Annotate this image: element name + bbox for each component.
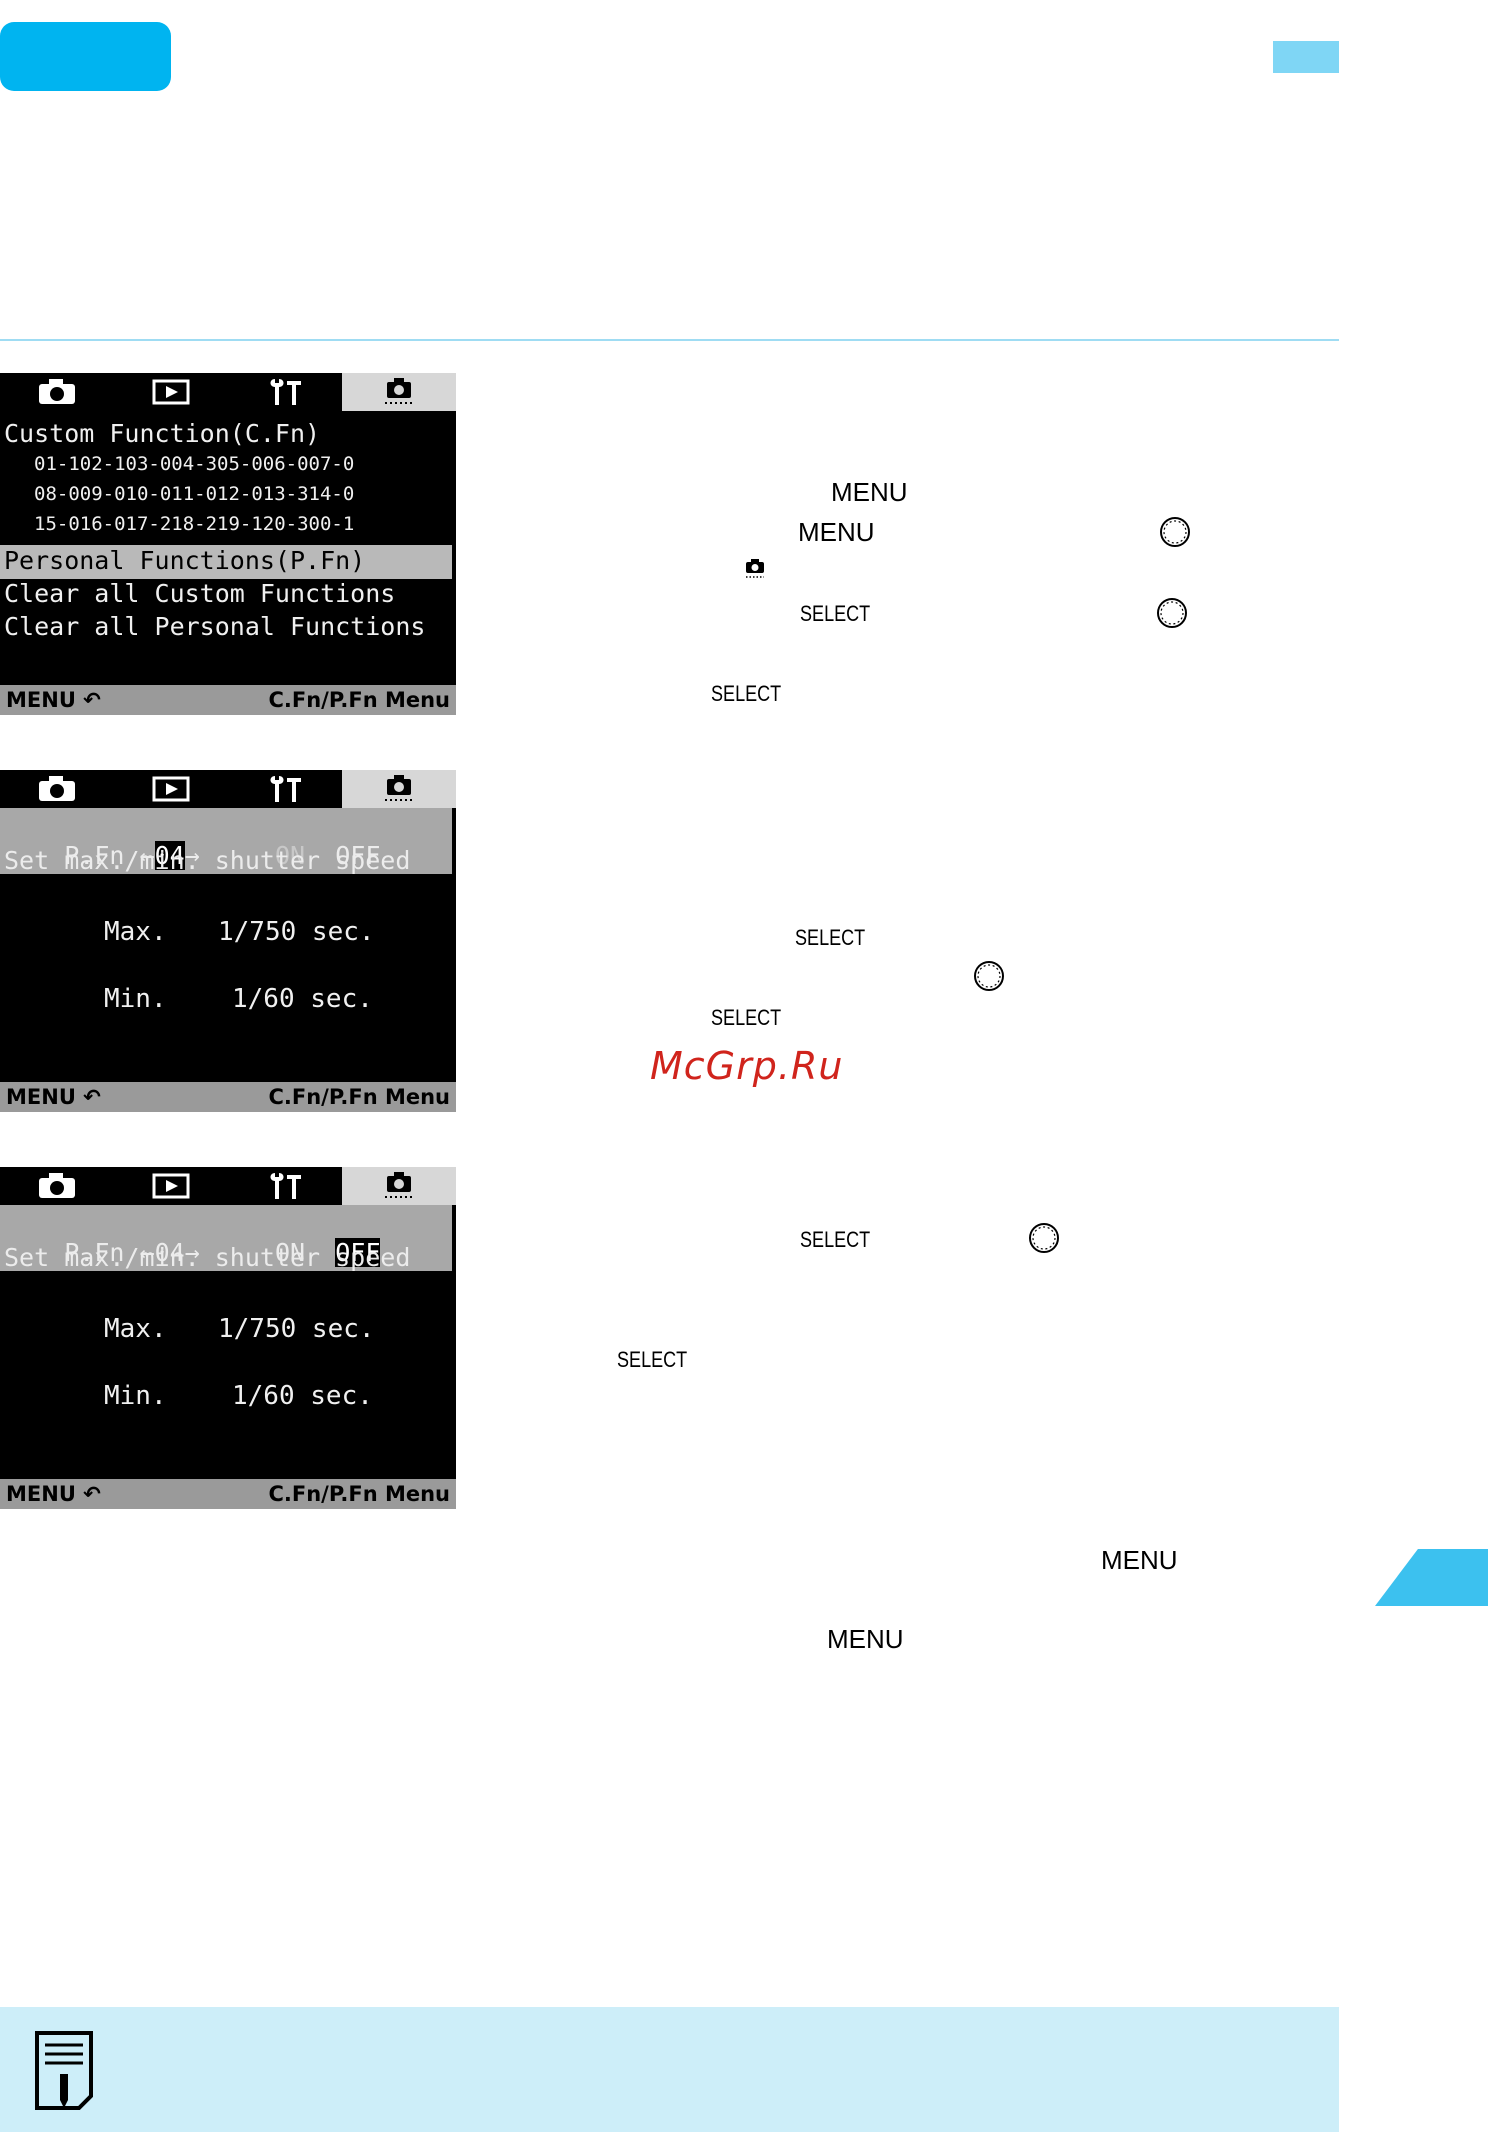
max-label: Max. xyxy=(104,917,167,947)
right-arrow-icon: → xyxy=(184,1238,200,1267)
return-icon: ↶ xyxy=(83,1482,101,1506)
menu-button-label: MENU xyxy=(798,517,875,547)
note-icon xyxy=(35,2031,93,2110)
quick-control-dial-icon xyxy=(1160,517,1190,547)
playback-tab-icon xyxy=(114,770,228,808)
pfn-header-band xyxy=(0,808,452,874)
min-value: 1/60 sec. xyxy=(232,984,373,1014)
select-button-label: SELECT xyxy=(711,1005,782,1030)
footer-menu-back: MENU ↶ xyxy=(6,1085,101,1109)
left-arrow-icon: ← xyxy=(139,1238,155,1267)
lcd-tab-bar xyxy=(0,1167,456,1205)
min-label: Min. xyxy=(104,984,167,1014)
menu-button-label: MENU xyxy=(827,1624,904,1654)
cfn-title: Custom Function(C.Fn) xyxy=(4,419,321,448)
menu-item-clear-custom[interactable]: Clear all Custom Functions xyxy=(4,579,396,608)
max-value: 1/750 sec. xyxy=(218,917,375,947)
menu-item-personal-functions[interactable]: Personal Functions(P.Fn) xyxy=(4,546,366,575)
page-marker xyxy=(1273,41,1339,73)
footer-menu-title: C.Fn/P.Fn Menu xyxy=(268,1482,450,1506)
quick-control-dial-icon xyxy=(974,961,1004,991)
custom-function-tab-icon xyxy=(342,770,456,808)
custom-function-tab-icon xyxy=(746,559,764,578)
lcd-screen-pfn-off: P.Fn ←04→ ON OFF Set max./min. shutter s… xyxy=(0,1167,456,1509)
quick-control-dial-icon xyxy=(1157,598,1187,628)
pfn-description: Set max./min. shutter speed xyxy=(4,846,411,875)
custom-function-tab-icon xyxy=(342,1167,456,1205)
min-label: Min. xyxy=(104,1381,167,1411)
pfn-selector-line: P.Fn ←04→ ON OFF xyxy=(4,1209,381,1296)
cfn-settings-row-2: 08-009-010-011-012-013-314-0 xyxy=(34,483,355,505)
menu-button-label: MENU xyxy=(1101,1545,1178,1575)
pfn-off-option[interactable]: OFF xyxy=(335,841,381,870)
shooting-tab-icon xyxy=(0,1167,114,1205)
return-icon: ↶ xyxy=(83,1085,101,1109)
menu-button-label: MENU xyxy=(831,477,908,507)
lcd-tab-bar xyxy=(0,770,456,808)
pfn-label: P.Fn xyxy=(64,841,125,870)
footer-menu-title: C.Fn/P.Fn Menu xyxy=(268,688,450,712)
lcd-tab-bar xyxy=(0,373,456,411)
pfn-on-option[interactable]: ON xyxy=(275,1238,306,1267)
select-button-label: SELECT xyxy=(800,1227,871,1252)
select-button-label: SELECT xyxy=(800,601,871,626)
pfn-on-option[interactable]: ON xyxy=(275,841,306,870)
setup-tab-icon xyxy=(228,373,342,411)
note-box xyxy=(0,2007,1339,2132)
max-value: 1/750 sec. xyxy=(218,1314,375,1344)
pfn-off-option[interactable]: OFF xyxy=(335,1238,381,1267)
pfn-selector-line: P.Fn ←04→ ON OFF xyxy=(4,812,380,899)
right-arrow-icon: → xyxy=(184,841,200,870)
watermark-text: McGrp.Ru xyxy=(650,1044,844,1088)
footer-menu-title: C.Fn/P.Fn Menu xyxy=(268,1085,450,1109)
quick-control-dial-icon xyxy=(1029,1223,1059,1253)
select-button-label: SELECT xyxy=(795,925,866,950)
lcd-footer: MENU ↶ C.Fn/P.Fn Menu xyxy=(0,1479,456,1509)
select-button-label: SELECT xyxy=(617,1347,688,1372)
lcd-screen-cfn-menu: Custom Function(C.Fn) 01-102-103-004-305… xyxy=(0,373,456,715)
footer-menu-back: MENU ↶ xyxy=(6,688,101,712)
playback-tab-icon xyxy=(114,373,228,411)
lcd-screen-pfn-select: P.Fn ←04→ ON OFF Set max./min. shutter s… xyxy=(0,770,456,1112)
menu-item-clear-personal[interactable]: Clear all Personal Functions xyxy=(4,612,426,641)
cfn-settings-row-1: 01-102-103-004-305-006-007-0 xyxy=(34,453,355,475)
divider-rule xyxy=(0,339,1339,341)
footer-menu-back: MENU ↶ xyxy=(6,1482,101,1506)
setup-tab-icon xyxy=(228,770,342,808)
pfn-description: Set max./min. shutter speed xyxy=(4,1243,411,1272)
select-button-label: SELECT xyxy=(711,681,782,706)
pfn-number[interactable]: 04 xyxy=(154,1238,185,1267)
max-label: Max. xyxy=(104,1314,167,1344)
chapter-side-tab xyxy=(1375,1549,1488,1606)
min-value: 1/60 sec. xyxy=(232,1381,373,1411)
setup-tab-icon xyxy=(228,1167,342,1205)
pfn-label: P.Fn xyxy=(64,1238,125,1267)
selected-row-highlight xyxy=(0,545,452,579)
left-arrow-icon: ← xyxy=(139,841,155,870)
shooting-tab-icon xyxy=(0,770,114,808)
playback-tab-icon xyxy=(114,1167,228,1205)
custom-function-tab-icon xyxy=(342,373,456,411)
return-icon: ↶ xyxy=(83,688,101,712)
cfn-settings-row-3: 15-016-017-218-219-120-300-1 xyxy=(34,513,355,535)
lcd-footer: MENU ↶ C.Fn/P.Fn Menu xyxy=(0,685,456,715)
section-tab xyxy=(0,22,171,91)
shooting-tab-icon xyxy=(0,373,114,411)
pfn-number[interactable]: 04 xyxy=(154,841,185,870)
lcd-footer: MENU ↶ C.Fn/P.Fn Menu xyxy=(0,1082,456,1112)
